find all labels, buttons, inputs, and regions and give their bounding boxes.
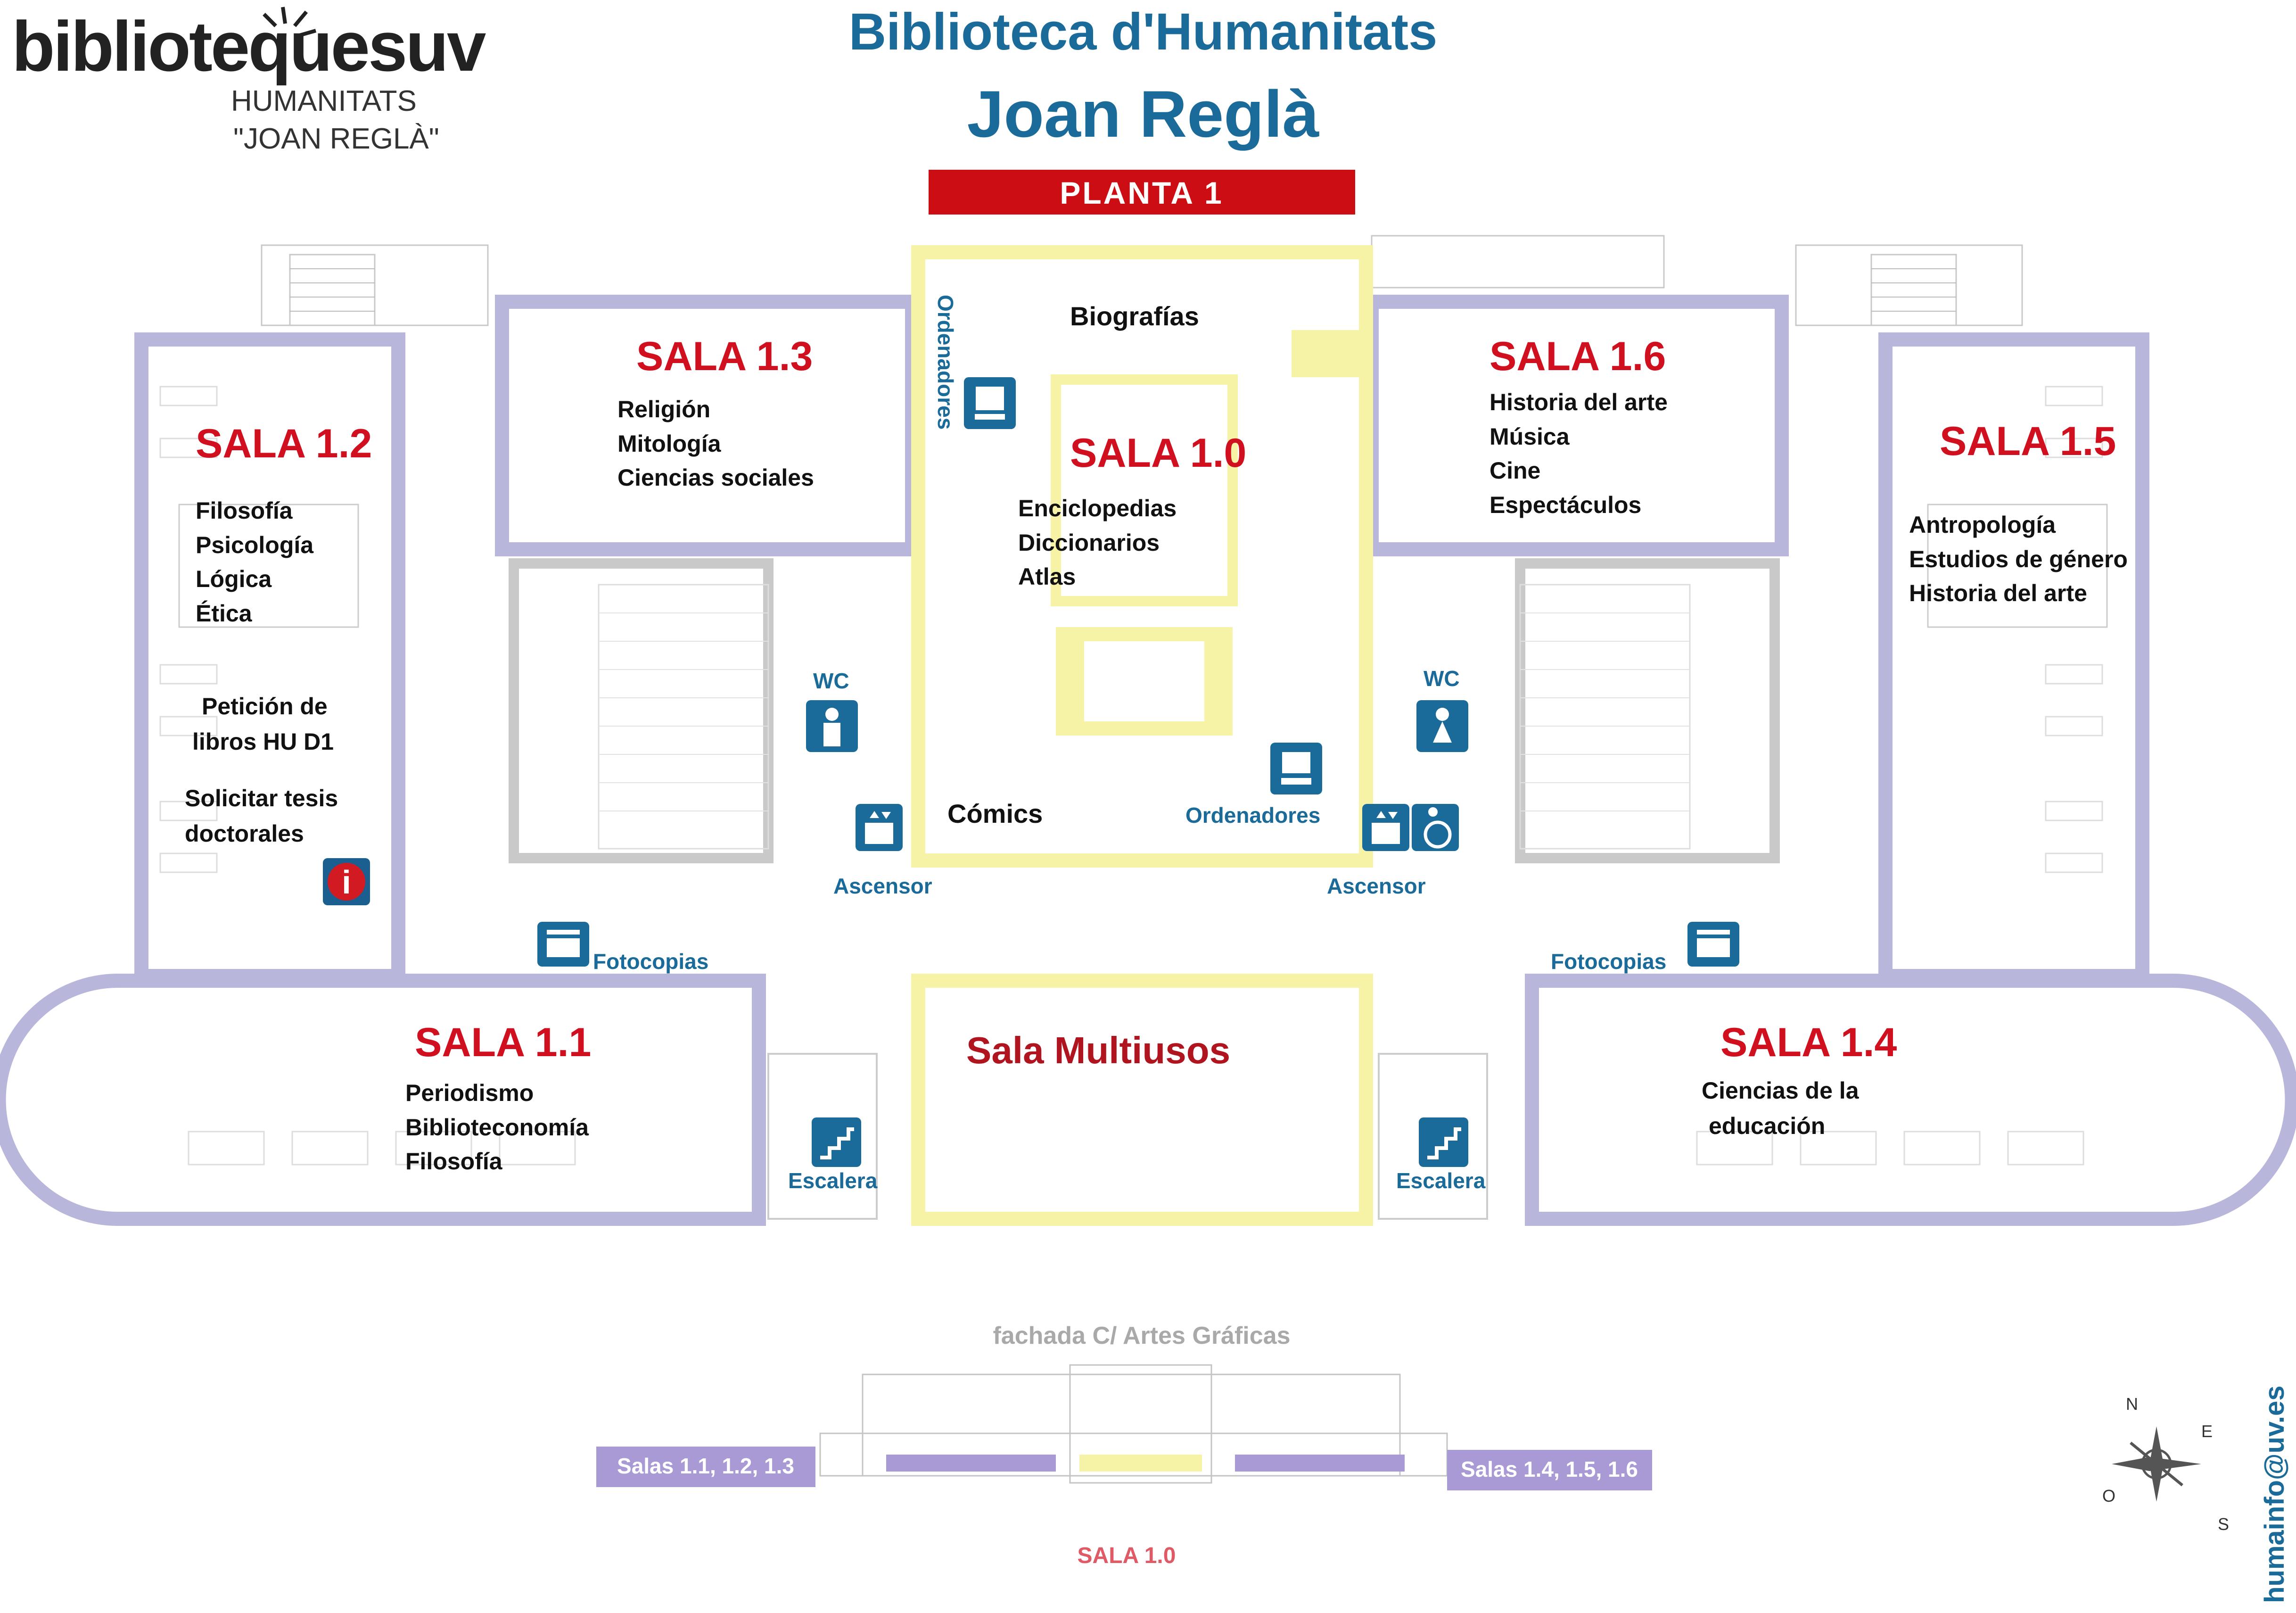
sala-1-3-topic: Mitología	[617, 430, 722, 457]
sala-1-1-topic: Periodismo	[405, 1080, 534, 1106]
elevator-icon	[856, 804, 903, 851]
sala-1-6-title: SALA 1.6	[1490, 334, 1666, 379]
compass-n: N	[2126, 1394, 2138, 1414]
photocopier-icon	[537, 922, 589, 967]
facade-right-tag-bg	[1447, 1450, 1652, 1490]
comics-label: Cómics	[947, 799, 1043, 828]
compass-o: O	[2102, 1486, 2115, 1505]
wc-women-icon	[1416, 700, 1468, 752]
sala-1-0-topic: Enciclopedias	[1018, 495, 1177, 521]
svg-text:i: i	[342, 864, 351, 901]
compass-e: E	[2201, 1422, 2213, 1441]
sala-1-4-title: SALA 1.4	[1720, 1020, 1897, 1065]
wc-men-icon	[806, 700, 858, 752]
contact-email[interactable]: humainfo@uv.es	[2259, 1385, 2290, 1603]
sala-1-5-title: SALA 1.5	[1940, 419, 2116, 464]
sala-1-5-topic: Antropología	[1909, 512, 2056, 538]
sala-1-6-topic: Música	[1490, 423, 1570, 450]
sala-1-2-topic: Filosofía	[196, 497, 293, 524]
logo-line2: "JOAN REGLÀ"	[233, 123, 439, 155]
ascensor-right-label: Ascensor	[1327, 874, 1426, 898]
sala-1-5-topic: Estudios de género	[1909, 546, 2128, 572]
peticion-line1: Petición de	[202, 693, 328, 720]
facade-center-label: SALA 1.0	[1078, 1543, 1176, 1568]
sala-1-0-topic: Diccionarios	[1018, 529, 1160, 556]
computer-icon	[964, 377, 1016, 429]
compass-s: S	[2218, 1514, 2229, 1534]
computer-icon	[1270, 743, 1322, 794]
sala-1-2-topic: Ética	[196, 600, 253, 627]
ordenadores-label: Ordenadores	[1185, 803, 1320, 827]
room-sala-1-1	[0, 974, 766, 1226]
logo-sunburst	[263, 7, 317, 37]
sala-1-6-topic: Cine	[1490, 457, 1540, 484]
sala-1-3-topic: Religión	[617, 396, 710, 422]
sala-1-6-topic: Espectáculos	[1490, 492, 1641, 518]
logo-brand: bibliotequesuv	[12, 7, 486, 86]
logo-line1: HUMANITATS	[231, 85, 417, 117]
library-logo: bibliotequesuv HUMANITATS "JOAN REGLÀ"	[12, 7, 488, 155]
wc-right-label: WC	[1424, 666, 1460, 691]
compass-rose-icon: N E O S	[2102, 1394, 2229, 1534]
sala-1-1-title: SALA 1.1	[415, 1020, 591, 1065]
sala-1-2-topic: Lógica	[196, 566, 272, 592]
peticion-line2: libros HU D1	[192, 728, 334, 755]
sala-1-0-title: SALA 1.0	[1070, 430, 1246, 476]
tesis-line2: doctorales	[185, 820, 304, 847]
room-sala-1-0	[911, 245, 1373, 868]
fotocopias-left-label: Fotocopias	[593, 949, 708, 974]
tesis-line1: Solicitar tesis	[185, 785, 338, 811]
stairs-icon	[1419, 1117, 1468, 1167]
facade-left-tag-bg	[596, 1447, 815, 1487]
sala-1-6-topic: Historia del arte	[1490, 389, 1668, 415]
info-icon: i	[323, 858, 370, 905]
stairwell-left	[767, 1053, 878, 1220]
fotocopias-right-label: Fotocopias	[1551, 949, 1666, 974]
floor-banner	[929, 170, 1355, 215]
auditorium-left	[509, 558, 774, 863]
stair-tower-right	[1371, 235, 2023, 326]
sala-1-4-topic: Ciencias de la	[1702, 1077, 1860, 1104]
sala-1-5-topic: Historia del arte	[1909, 580, 2087, 606]
facade-caption: fachada C/ Artes Gráficas	[993, 1322, 1290, 1349]
stairs-icon	[812, 1117, 861, 1167]
sala-1-2-title: SALA 1.2	[196, 421, 372, 466]
ascensor-left-label: Ascensor	[833, 874, 932, 898]
auditorium-right	[1515, 558, 1780, 863]
photocopier-icon	[1687, 922, 1739, 967]
facade-left-tag: Salas 1.1, 1.2, 1.3	[617, 1454, 794, 1478]
elevator-icon	[1362, 804, 1409, 851]
escalera-left-label: Escalera	[788, 1168, 878, 1193]
room-sala-1-4	[1525, 974, 2296, 1226]
sala-1-0-topic: Atlas	[1018, 563, 1076, 590]
sala-1-3-title: SALA 1.3	[636, 334, 813, 379]
title-line1: Biblioteca d'Humanitats	[849, 3, 1438, 61]
sala-1-1-topic: Filosofía	[405, 1148, 503, 1175]
sala-1-2-topic: Psicología	[196, 532, 314, 558]
room-multiusos	[911, 974, 1373, 1226]
escalera-right-label: Escalera	[1396, 1168, 1486, 1193]
wc-left-label: WC	[813, 669, 849, 693]
facade-right-tag: Salas 1.4, 1.5, 1.6	[1461, 1457, 1638, 1481]
floor-label: PLANTA 1	[1060, 175, 1223, 210]
sala-1-4-topic: educación	[1709, 1113, 1825, 1139]
sala-1-3-topic: Ciencias sociales	[617, 464, 814, 491]
desks	[188, 1131, 2084, 1166]
sala-1-1-topic: Biblioteconomía	[405, 1114, 589, 1141]
facade-drawing	[819, 1364, 1448, 1484]
wheelchair-icon	[1412, 804, 1459, 851]
biografias-label: Biografías	[1070, 301, 1199, 331]
multiusos-title: Sala Multiusos	[966, 1029, 1230, 1071]
stair-tower-left	[261, 244, 489, 326]
ordenadores-vertical-label: Ordenadores	[933, 295, 958, 430]
title-line2: Joan Reglà	[967, 77, 1320, 151]
stairwell-right	[1378, 1053, 1488, 1220]
